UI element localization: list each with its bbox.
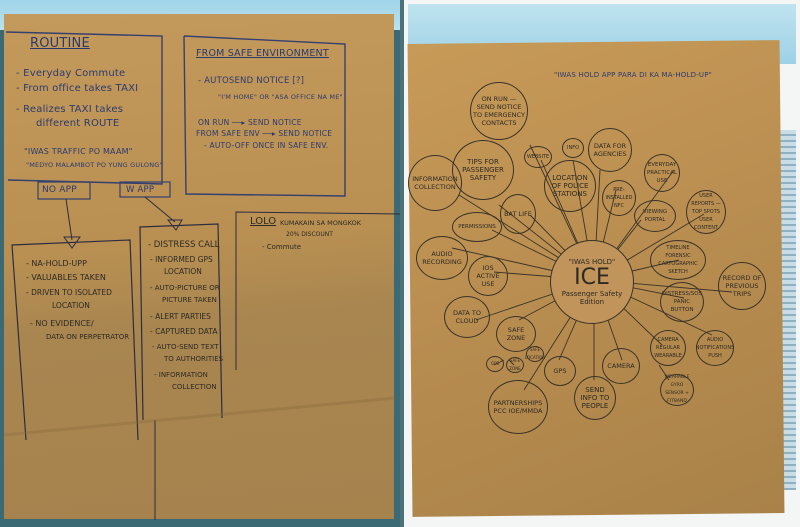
routine-item: different ROUTE [36,118,120,129]
poster-left-lines [3,31,400,520]
photo-left-routine-poster: ROUTINE - Everyday Commute - From office… [0,0,400,527]
bubble-audio-notifications: AUDIO NOTIFICATIONS PUSH [696,330,734,366]
with-app-outcome: - INFORMED GPS [150,255,213,264]
lolo-title: LOLO [250,216,277,227]
lolo-line: 20% DISCOUNT [286,231,333,238]
no-app-outcome: - NO EVIDENCE/ [30,319,94,328]
bubble-info: INFO [562,138,584,158]
with-app-outcome: - AUTO-PICTURE OR [150,284,220,292]
bubble-camera-wearable: CAMERA REGULAR WEARABLE [650,330,686,366]
with-app-outcome: - CAPTURED DATA [150,327,218,336]
with-app-outcome: - INFORMATION [154,371,208,379]
bubble-tips: TIPS for PASSENGER SAFETY [452,140,514,200]
bubble-safe-zone-gps: GPS [486,356,504,372]
no-app-outcome: LOCATION [52,301,90,310]
center-node-ice: "IWAS HOLD" ICE Passenger Safety Edition [550,240,634,324]
safe-env-title: FROM SAFE ENVIRONMENT [196,48,329,59]
bubble-website: WEBSITE [524,146,552,168]
bubble-safe-zone-sub: SAFE ZONE [506,357,524,373]
no-app-outcome: - NA-HOLD-UPP [26,259,87,268]
with-app-outcome: COLLECTION [172,383,217,391]
lolo-line: - Commute [262,243,302,251]
bubble-user-reports: USER REPORTS — TOP SPOTS USER CONTENT [686,190,726,234]
with-app-outcome: TO AUTHORITIES [164,355,224,363]
no-app-outcome: DATA ON PERPETRATOR [46,333,130,341]
bubble-info-collection: INFORMATION COLLECTION [408,155,462,211]
bubble-viewing-portal: VIEWING PORTAL [634,200,676,232]
tagline: "IWAS HOLD APP PARA DI KA MA-HOLD-UP" [554,71,713,79]
photo-right-mindmap-poster: "IWAS HOLD APP PARA DI KA MA-HOLD-UP" "I… [404,0,800,527]
lolo-line: KUMAKAIN SA MONGKOK [280,219,362,227]
bubble-data-to-cloud: DATA to CLOUD [444,296,490,338]
safe-env-item: FROM SAFE ENV ──▸ SEND NOTICE [196,129,333,138]
bubble-on-run: ON RUN — SEND NOTICE TO EMERGENCY CONTAC… [470,82,528,140]
bubble-audio-recording: AUDIO RECORDING [416,236,468,280]
bubble-safe-zone: SAFE ZONE [496,316,536,352]
bubble-gps: GPS [544,356,576,386]
bubble-ios-active-use: iOS ACTIVE USE [468,256,508,296]
routine-item: - Realizes TAXI takes [16,104,124,115]
bubble-timeline-sketch: TIMELINE FORENSIC CARTOGRAPHIC SKETCH [650,240,706,280]
bubble-camera: CAMERA [602,348,640,384]
routine-quote: "MEDYO MALAMBOT PO YUNG GULONG" [26,161,163,169]
bubble-police-stations: LOCATION OF POLICE STATIONS [544,160,596,212]
with-app-outcome: - AUTO-SEND TEXT [152,343,219,351]
bubble-previous-trips: RECORD OF PREVIOUS TRIPS [718,262,766,310]
bubble-data-agencies: DATA FOR AGENCIES [588,128,632,172]
bubble-permissions: PERMISSIONS [452,212,502,242]
center-node-top: "IWAS HOLD" [568,258,616,266]
center-node-main: ICE [574,265,610,290]
no-app-outcome: - DRIVEN TO ISOLATED [26,288,112,297]
safe-env-item: - AUTO-OFF ONCE IN SAFE ENV. [204,141,329,150]
with-app-label: W APP [126,185,155,195]
with-app-outcome: - ALERT PARTIES [150,312,211,321]
routine-item: - From office takes TAXI [16,83,139,94]
bubble-safe-location: SAFE LOCATION [524,346,546,362]
safe-env-item: ON RUN ──▸ SEND NOTICE [198,118,302,127]
bubble-everyday-use: EVERYDAY PRACTICAL USE [644,154,680,192]
routine-item: - Everyday Commute [16,68,126,79]
safe-env-item: - AUTOSEND NOTICE [?] [198,76,305,86]
with-app-outcome: PICTURE TAKEN [162,296,217,304]
with-app-outcome: LOCATION [164,267,202,276]
safe-env-item: "I'M HOME" OR "ASA OFFICE NA ME" [218,93,343,101]
bubble-nfc: PRE-INSTALLED NFC [602,180,636,216]
bubble-bat-life: BAT LIFE [500,194,536,234]
routine-quote: "IWAS TRAFFIC PO MAAM" [24,147,133,156]
bubble-partnerships: PARTNERSHIPS PCC IOE/MMDA [488,380,548,434]
center-node-sub: Passenger Safety Edition [561,290,623,306]
routine-title: ROUTINE [30,36,90,51]
kraft-paper-left [4,14,394,519]
with-app-outcome: - DISTRESS CALL [148,240,220,250]
no-app-outcome: - VALUABLES TAKEN [26,273,106,282]
bubble-panic-button: DISTRESS/SOS PANIC BUTTON [660,282,704,322]
no-app-label: NO APP [42,185,77,195]
bubble-send-info: SEND INFO to PEOPLE [574,376,616,420]
bubble-wearable-sensor: WEARABLE GYRO SENSOR + FITBAND [660,374,694,406]
